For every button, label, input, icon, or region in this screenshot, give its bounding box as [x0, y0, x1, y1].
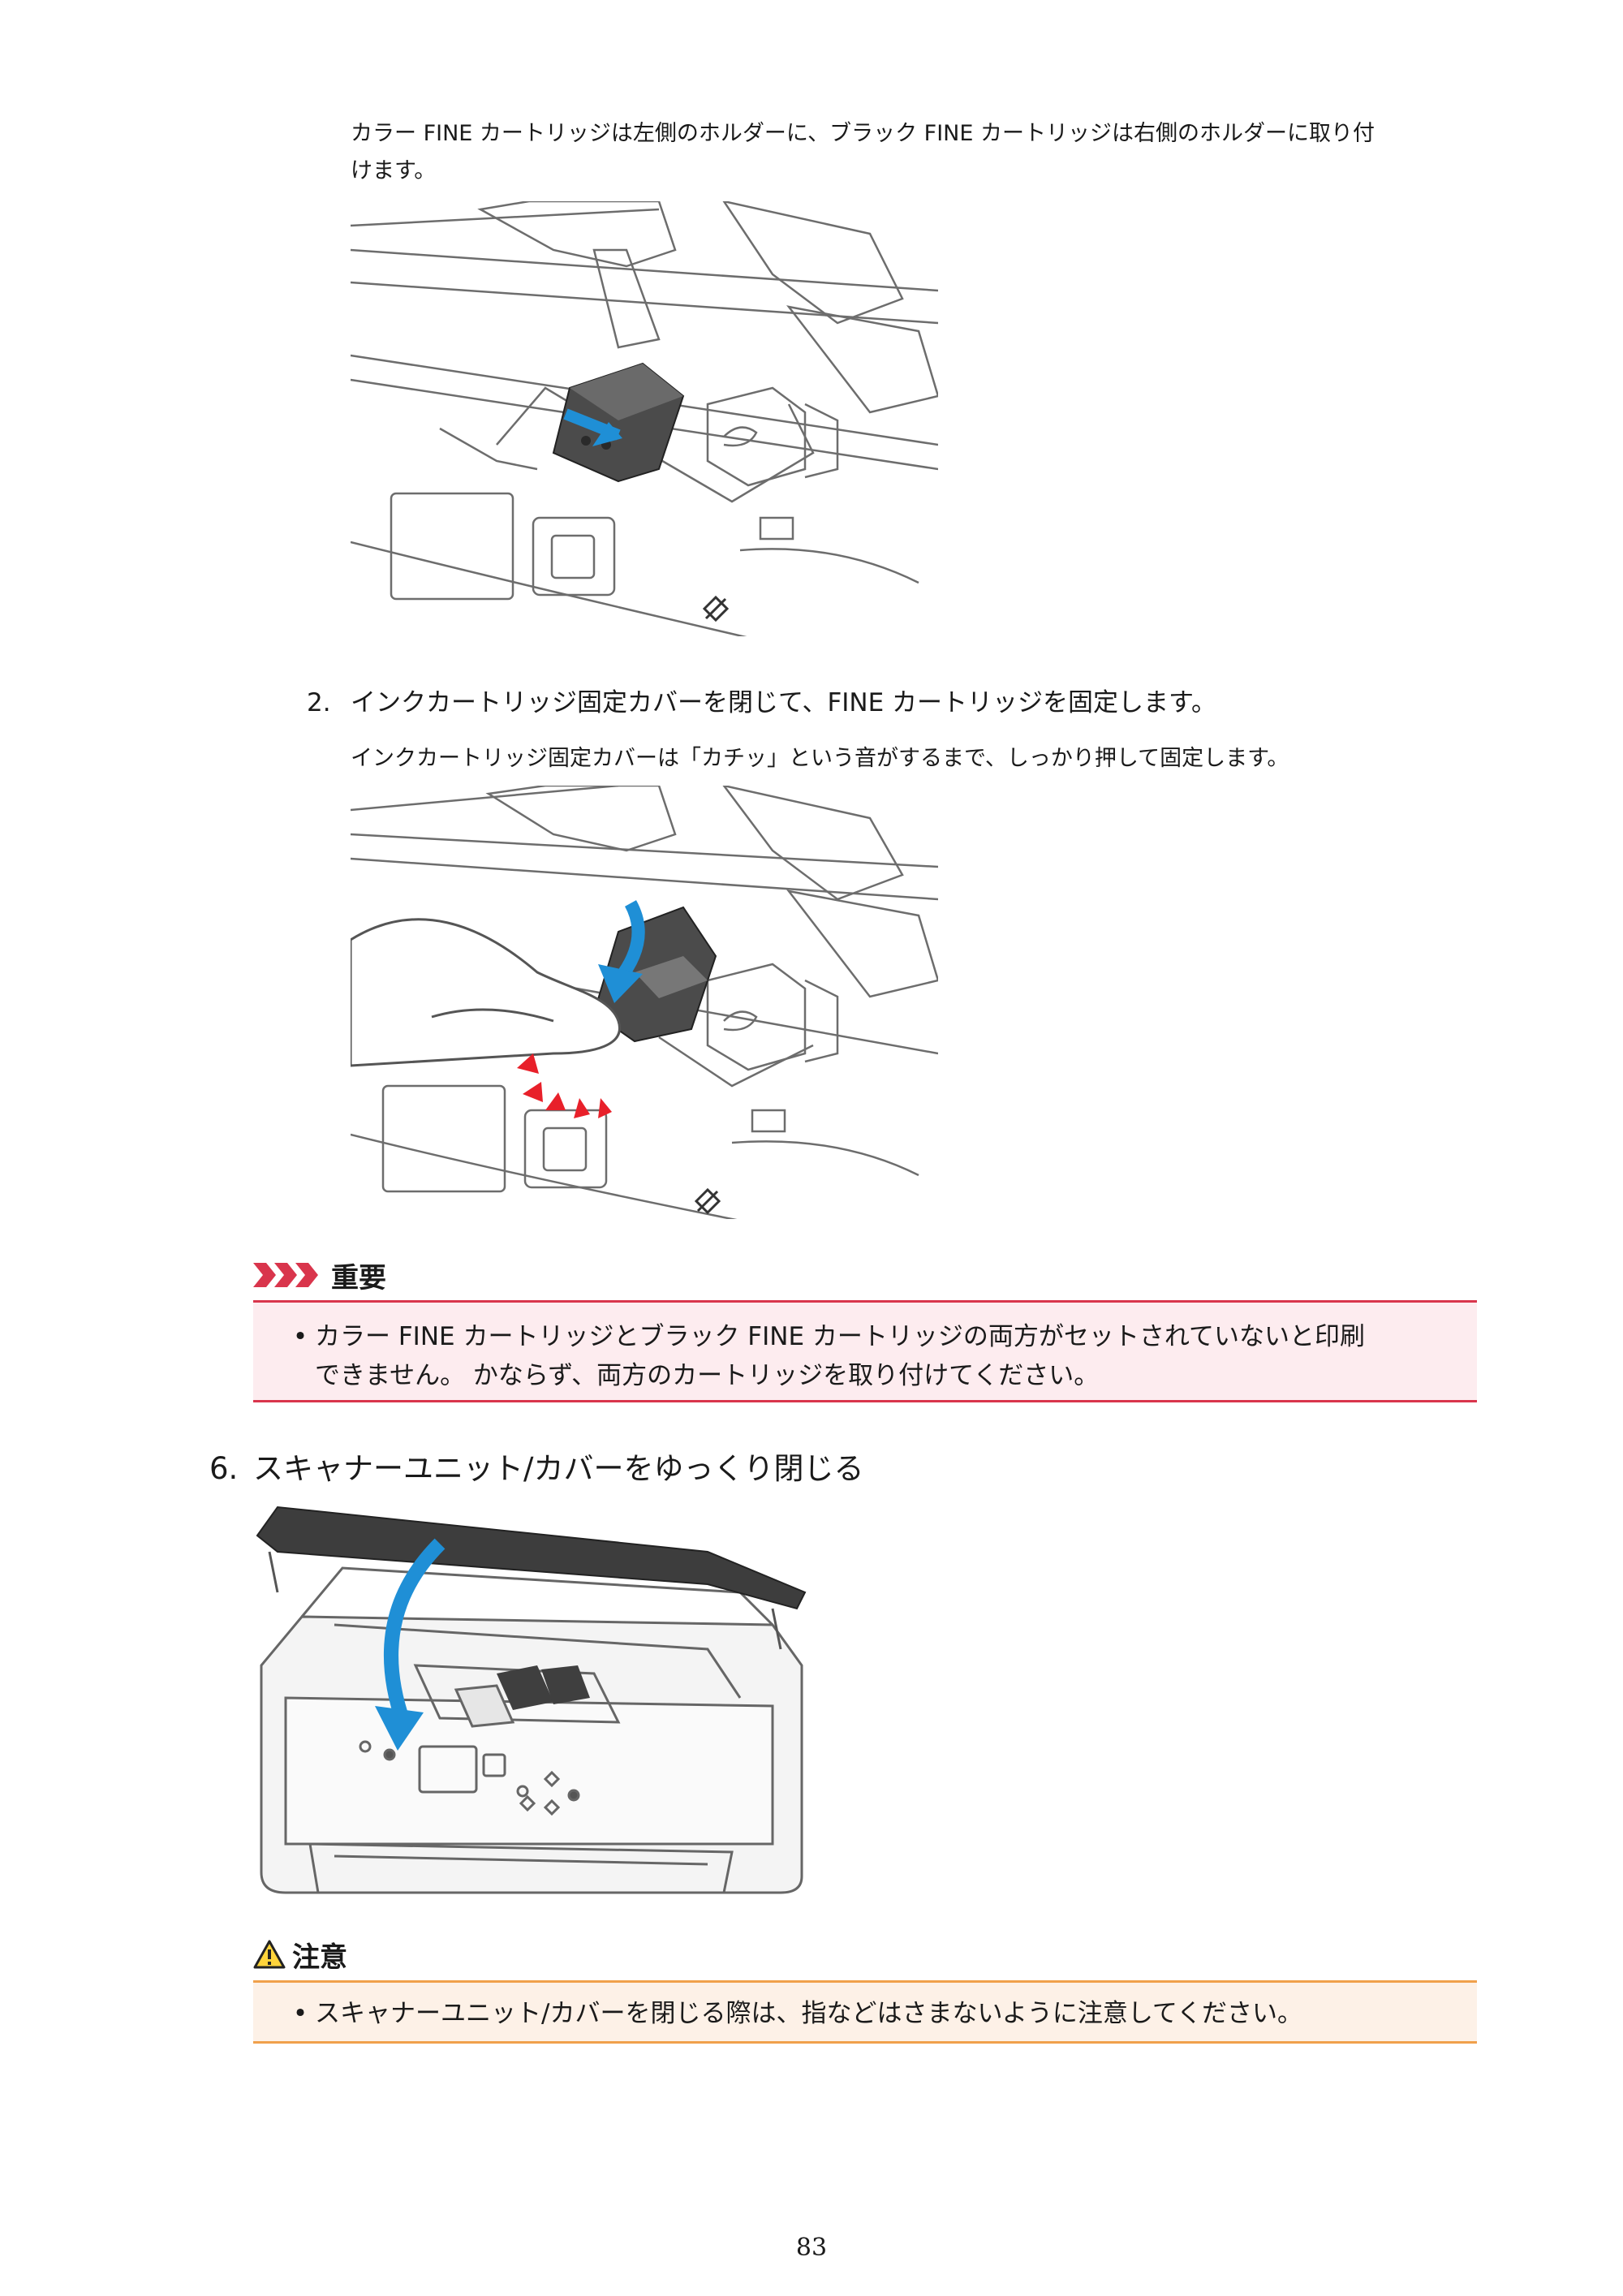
intro-text: カラー FINE カートリッジは左側のホルダーに、ブラック FINE カートリッ…: [351, 115, 1487, 190]
page-number: 83: [795, 2234, 828, 2262]
lock-cover-illustration: [351, 786, 938, 1219]
warning-triangle-icon: [253, 1940, 286, 1969]
caution-heading: 注意: [253, 1933, 347, 1975]
important-box: • カラー FINE カートリッジとブラック FINE カートリッジの両方がセッ…: [253, 1300, 1477, 1402]
step-6-heading: 6. スキャナーユニット/カバーをゆっくり閉じる: [209, 1446, 1427, 1492]
intro-line-2: けます。: [351, 158, 437, 183]
caution-item: • スキャナーユニット/カバーを閉じる際は、指などはさまないように注意してくださ…: [286, 1992, 1477, 2035]
step-2-detail: インクカートリッジ固定カバーは「カチッ」という音がするまで、しっかり押して固定し…: [351, 746, 1289, 771]
important-chevrons-icon: [253, 1263, 318, 1287]
bullet-icon: •: [292, 1999, 308, 2028]
important-heading: 重要: [253, 1255, 386, 1295]
caution-label: 注意: [292, 1941, 347, 1974]
step-2-number: 2.: [307, 688, 331, 717]
step-2-title: インクカートリッジ固定カバーを閉じて、FINE カートリッジを固定します。: [351, 688, 1216, 717]
install-cartridge-illustration: [351, 201, 938, 636]
important-line-2: できません。 かならず、両方のカートリッジを取り付けてください。: [315, 1361, 1100, 1390]
step-2-heading: 2. インクカートリッジ固定カバーを閉じて、FINE カートリッジを固定します。: [307, 682, 1524, 724]
intro-line-1: カラー FINE カートリッジは左側のホルダーに、ブラック FINE カートリッ…: [351, 121, 1375, 146]
step-6-number: 6.: [209, 1451, 239, 1486]
important-line-1: カラー FINE カートリッジとブラック FINE カートリッジの両方がセットさ…: [315, 1322, 1365, 1351]
important-item: • カラー FINE カートリッジとブラック FINE カートリッジの両方がセッ…: [286, 1317, 1477, 1395]
caution-box: • スキャナーユニット/カバーを閉じる際は、指などはさまないように注意してくださ…: [253, 1980, 1477, 2044]
caution-line-1: スキャナーユニット/カバーを閉じる際は、指などはさまないように注意してください。: [315, 1999, 1302, 2028]
important-label: 重要: [331, 1261, 386, 1294]
close-scanner-illustration: [253, 1503, 807, 1902]
step-6-title: スキャナーユニット/カバーをゆっくり閉じる: [253, 1451, 864, 1486]
bullet-icon: •: [292, 1322, 308, 1351]
